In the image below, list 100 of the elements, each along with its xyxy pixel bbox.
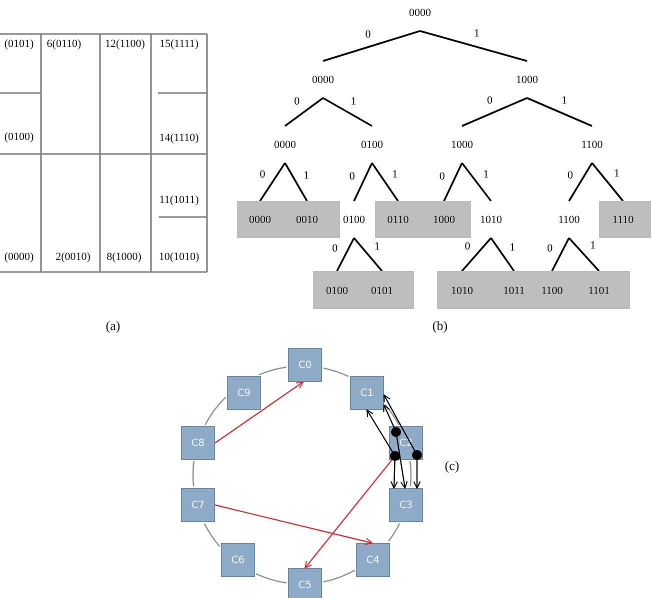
branch-line [259, 162, 286, 202]
branch-line [353, 162, 373, 202]
edge-label: 0 [258, 170, 266, 181]
edge-label: 0 [293, 96, 301, 108]
ring-arc [204, 523, 220, 547]
panel-label: (c) [444, 460, 460, 472]
leaf-band [375, 201, 471, 238]
cluster-box: C0 [288, 348, 322, 382]
cluster-box: C6 [221, 543, 255, 577]
arrow [413, 460, 421, 489]
branch-line [490, 237, 515, 272]
anchor-dot [390, 451, 400, 461]
arrow [304, 460, 392, 569]
tree-node-label: 1000 [516, 74, 538, 86]
branch-line [526, 97, 592, 127]
partition-label: 8(1000) [106, 251, 142, 263]
tree-node-label: 0101 [371, 285, 393, 297]
tree-node-label: 0000 [274, 139, 296, 151]
tree-node-label: 0110 [387, 214, 409, 226]
cluster-box: C5 [288, 568, 322, 598]
partition-label: 6(0110) [46, 38, 82, 50]
edge-label: 1 [508, 242, 516, 254]
branch-line [353, 237, 383, 272]
arrow [214, 504, 373, 546]
ring-arc [192, 460, 195, 486]
cluster-box: C4 [356, 543, 390, 577]
leaf-band [437, 271, 630, 309]
ring-arc [256, 573, 287, 584]
cluster-box: C8 [181, 426, 215, 460]
tree-node-label: 0010 [296, 214, 318, 226]
partition-label: 12(1100) [105, 38, 145, 50]
ring-arc [388, 523, 400, 542]
edge-label: 1 [373, 241, 381, 252]
tree-node-label: 1010 [480, 214, 502, 226]
tree-node-label: 0000 [409, 7, 431, 19]
arrow [383, 394, 416, 451]
edge-label: 1 [302, 170, 310, 182]
tree-node-label: 1100 [541, 285, 563, 297]
partition-label: (0000) [4, 251, 34, 263]
tree-node-label: 0000 [312, 74, 334, 86]
tree-node-label: 1100 [581, 139, 603, 151]
ring-arc [409, 460, 412, 486]
branch-line [336, 238, 355, 272]
tree-node-label: 1011 [503, 285, 525, 297]
partition-label: (0101) [4, 38, 34, 50]
cluster-box: C7 [181, 488, 215, 522]
tree-node-label: 0100 [343, 214, 365, 226]
tree-node-label: 0100 [326, 285, 348, 297]
edge-label: 1 [350, 96, 358, 108]
leaf-band [237, 201, 340, 238]
branch-line [420, 30, 528, 62]
ring-arc [384, 404, 400, 426]
arrow [383, 404, 395, 428]
tree-node-label: 0100 [361, 139, 383, 151]
arrow [366, 409, 393, 452]
partition-label: 2(0010) [56, 251, 90, 263]
cluster-box: C1 [350, 376, 384, 410]
tree-node-label: 1100 [558, 214, 580, 226]
tree-node-label: 1000 [451, 139, 473, 151]
edge-label: 0 [486, 95, 494, 106]
branch-line [591, 162, 624, 202]
ring-arc [204, 396, 226, 426]
edge-label: 0 [348, 171, 356, 182]
partition-label: (0100) [4, 131, 34, 143]
arrow [214, 381, 304, 444]
partition-label: 10(1010) [158, 251, 200, 263]
leaf-band [313, 271, 414, 309]
panel-label: (b) [432, 320, 448, 332]
branch-line [568, 162, 593, 202]
panel-label: (a) [106, 320, 120, 332]
branch-line [461, 237, 492, 272]
tree-node-label: 1000 [433, 214, 455, 226]
partition-label: 11(1011) [159, 194, 199, 206]
branch-line [284, 162, 308, 202]
edge-label: 1 [560, 95, 568, 106]
cluster-box: C9 [227, 376, 261, 410]
tree-node-label: 1010 [451, 285, 473, 297]
ring-arc [258, 366, 287, 376]
branch-line [322, 30, 420, 62]
partition-label: 14(1110) [159, 132, 199, 144]
edge-label: 0 [546, 244, 554, 254]
branch-line [322, 97, 372, 127]
ring-arc [323, 367, 349, 377]
edge-label: 0 [464, 241, 472, 252]
edge-label: 0 [566, 170, 574, 182]
partition-label: 15(1111) [159, 38, 199, 50]
branch-line [371, 162, 399, 202]
branch-line [461, 162, 492, 202]
branch-line [568, 237, 600, 272]
tree-node-label: 1101 [588, 285, 610, 297]
edge-label: 0 [364, 29, 372, 40]
cluster-box: C3 [389, 488, 423, 522]
branch-line [462, 97, 528, 127]
tree-node-label: 0000 [249, 214, 271, 226]
anchor-dot [391, 427, 401, 437]
branch-line [284, 97, 324, 127]
ring-arc [323, 570, 356, 583]
branch-line [551, 238, 570, 272]
leaf-band [599, 201, 651, 238]
anchor-dot [412, 450, 422, 460]
